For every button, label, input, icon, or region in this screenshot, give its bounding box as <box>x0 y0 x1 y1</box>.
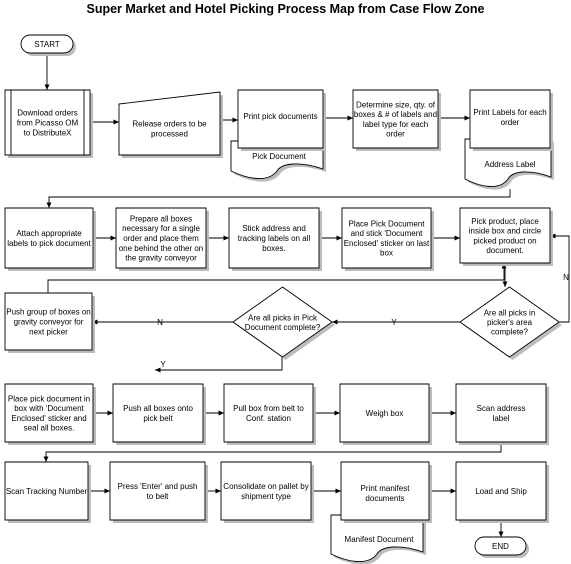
manifest-doc-label: Manifest Document <box>345 535 415 544</box>
area-yes-edge-label: Y <box>391 318 397 327</box>
document-body <box>330 514 424 562</box>
shape-body <box>228 207 320 269</box>
end-terminator: END <box>474 536 529 558</box>
document-yes-to-place-in-box-arrow <box>155 357 283 373</box>
shape-body <box>237 89 324 149</box>
shape-body <box>4 292 93 351</box>
shape-body <box>20 34 74 54</box>
area-no-edge-label: N <box>563 273 569 282</box>
shape-body <box>459 207 551 264</box>
scan-address-to-scan-tracking-arrow <box>43 442 502 462</box>
scan-tracking-step: Scan Tracking Number <box>4 461 91 523</box>
diagram-title: Super Market and Hotel Picking Process M… <box>86 2 484 16</box>
shape-body <box>115 207 207 269</box>
shape-body <box>339 383 430 443</box>
shape-body <box>223 383 314 443</box>
scan-tracking-label: Scan Tracking Number <box>6 487 88 496</box>
start-terminator: START <box>20 34 76 56</box>
address-label-to-attach-arrow <box>46 189 511 208</box>
shape-body <box>118 91 221 156</box>
manifest-doc-document-shape: Manifest Document <box>330 514 426 564</box>
edge-labels-layer: N Y N Y <box>157 273 569 369</box>
push-to-pick-product-arrow <box>47 263 507 293</box>
shape-body <box>109 461 206 521</box>
shape-body <box>4 207 94 269</box>
start-label: START <box>34 40 60 49</box>
shape-body <box>474 536 527 556</box>
weigh-box-step: Weigh box <box>339 383 432 445</box>
load-ship-step: Load and Ship <box>455 461 549 523</box>
print-pick-documents-label: Print pick documents <box>243 112 317 121</box>
shape-body <box>469 89 551 149</box>
shape-body <box>220 461 312 521</box>
load-ship-label: Load and Ship <box>475 487 527 496</box>
weigh-box-label: Weigh box <box>366 409 404 418</box>
connectors-layer <box>43 53 570 537</box>
pick-document-doc-label: Pick Document <box>252 152 307 161</box>
shape-body <box>4 383 94 443</box>
print-pick-documents-step: Print pick documents <box>237 89 326 151</box>
shape-body <box>4 89 91 156</box>
shape-body <box>112 383 204 443</box>
address-label-doc-label: Address Label <box>484 160 535 169</box>
document-no-edge-label: N <box>157 318 163 327</box>
shape-body <box>455 461 547 521</box>
shape-body <box>352 89 439 149</box>
shape-body <box>341 207 432 269</box>
shape-body <box>455 383 547 443</box>
area-no-loop-arrow <box>550 233 570 323</box>
end-label: END <box>492 542 509 551</box>
shape-body <box>232 286 333 358</box>
document-yes-edge-label: Y <box>160 360 166 369</box>
shape-body <box>459 286 560 358</box>
shape-body <box>340 461 430 521</box>
shape-body <box>4 461 89 521</box>
